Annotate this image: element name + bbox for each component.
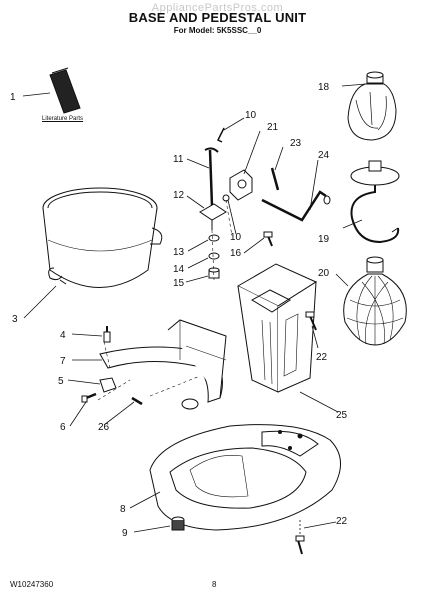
part-washers-nut xyxy=(208,234,220,279)
callout-21: 21 xyxy=(267,122,279,133)
page-title: BASE AND PEDESTAL UNIT xyxy=(128,10,307,25)
callout-22-lower: 22 xyxy=(336,516,348,527)
part-pin xyxy=(270,167,280,191)
part-lock-bracket xyxy=(229,169,253,201)
part-base xyxy=(149,424,341,531)
part-wire-whip xyxy=(343,256,407,346)
part-screw-22a xyxy=(305,311,317,331)
callout-22-upper: 22 xyxy=(316,352,328,363)
callout-18: 18 xyxy=(318,82,330,93)
part-rubber-foot xyxy=(171,516,185,531)
callout-4: 4 xyxy=(60,330,66,341)
callout-25: 25 xyxy=(336,410,348,421)
callout-6: 6 xyxy=(60,422,66,433)
part-screw-22b xyxy=(295,520,305,555)
callout-10-bottom: 10 xyxy=(230,232,242,243)
document-number: W10247360 xyxy=(10,580,54,589)
callout-7: 7 xyxy=(60,356,66,367)
literature-parts-label: Literature Parts xyxy=(42,116,84,122)
callout-11: 11 xyxy=(173,154,184,165)
callout-14: 14 xyxy=(173,264,185,275)
leader-lines xyxy=(22,83,367,533)
part-literature-booklet xyxy=(49,67,81,114)
callout-15: 15 xyxy=(173,278,185,289)
watermark-text: AppliancePartsPros.com xyxy=(151,2,284,14)
part-mixing-bowl xyxy=(42,187,163,288)
part-dough-hook xyxy=(350,160,400,244)
callout-9: 9 xyxy=(122,528,128,539)
callout-24: 24 xyxy=(318,150,330,161)
model-subtitle: For Model: 5K5SSC__0 xyxy=(173,26,262,35)
part-pedestal xyxy=(236,263,318,393)
alignment-lines xyxy=(97,199,233,401)
callout-labels: 1 18 10 21 23 11 24 12 19 13 10 16 14 15… xyxy=(10,82,348,539)
callout-19: 19 xyxy=(318,234,330,245)
part-screw-16 xyxy=(263,231,273,247)
callout-10-top: 10 xyxy=(245,110,257,121)
callout-1: 1 xyxy=(10,92,16,103)
callout-8: 8 xyxy=(120,504,126,515)
callout-12: 12 xyxy=(173,190,185,201)
part-lever-assembly xyxy=(199,127,230,230)
callout-5: 5 xyxy=(58,376,64,387)
callout-23: 23 xyxy=(290,138,302,149)
callout-3: 3 xyxy=(12,314,18,325)
part-flat-beater xyxy=(347,71,397,141)
callout-26: 26 xyxy=(98,422,110,433)
callout-13: 13 xyxy=(173,247,185,258)
part-hinge-bracket xyxy=(81,319,227,410)
callout-16: 16 xyxy=(230,248,242,259)
page-number: 8 xyxy=(212,580,217,589)
part-crank-rod xyxy=(261,190,331,222)
callout-20: 20 xyxy=(318,268,330,279)
